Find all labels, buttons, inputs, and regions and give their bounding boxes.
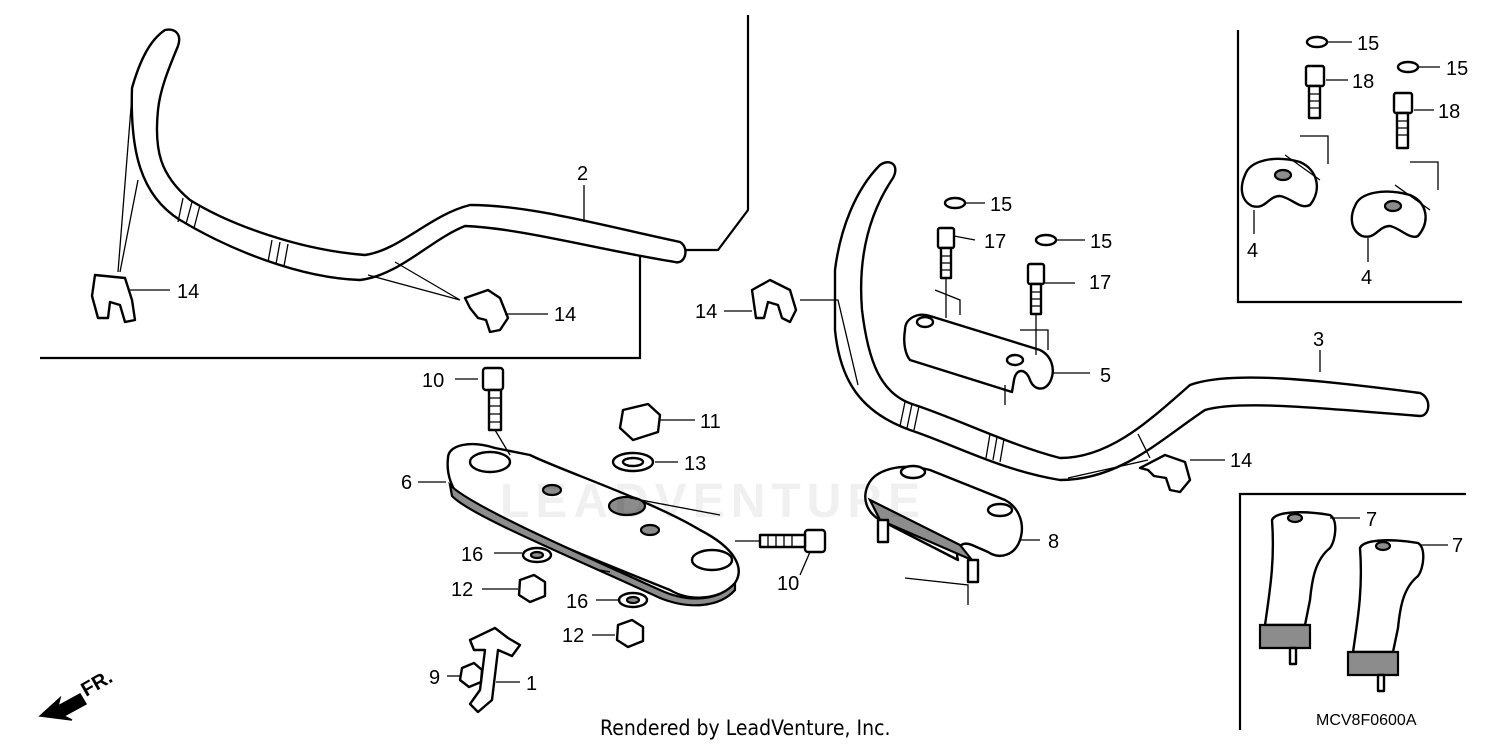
callout-5: 5 [1100, 365, 1111, 387]
inset-frame-risers-7 [1238, 492, 1466, 730]
callout-14-left: 14 [177, 281, 199, 303]
callout-2: 2 [577, 163, 588, 185]
callout-15-right: 15 [1090, 231, 1112, 253]
callout-14-mid: 14 [554, 304, 576, 326]
front-marker-label: FR. [78, 666, 117, 701]
footer-credit: Rendered by LeadVenture, Inc. [600, 716, 891, 740]
callout-4-right: 4 [1361, 267, 1372, 289]
clip-14-right-lower[interactable] [1138, 453, 1192, 494]
washer-16-left[interactable] [494, 546, 553, 564]
callout-13: 13 [684, 453, 706, 475]
nut-12-right[interactable] [592, 618, 645, 649]
callout-11: 11 [700, 411, 721, 433]
callout-4-left: 4 [1247, 240, 1258, 262]
callout-15-left: 15 [990, 194, 1012, 216]
callout-1: 1 [526, 673, 537, 695]
bolt-17-left[interactable] [936, 226, 956, 318]
callout-3: 3 [1313, 329, 1324, 351]
nut-11[interactable] [618, 402, 695, 442]
washer-16-right[interactable] [596, 591, 649, 609]
wire-clamp-1[interactable] [468, 626, 522, 714]
nut-12-left[interactable] [482, 573, 547, 604]
bolt-17-right[interactable] [1026, 262, 1046, 355]
bolt-10-top[interactable] [455, 366, 511, 456]
top-bridge-6[interactable] [418, 443, 740, 607]
bolt-18-right[interactable] [1392, 91, 1434, 150]
clip-14-mid[interactable] [463, 288, 510, 334]
handlebar-2[interactable] [130, 28, 687, 282]
callout-7-left: 7 [1366, 509, 1377, 531]
callout-7-right: 7 [1452, 535, 1463, 557]
callout-16-left: 16 [461, 544, 483, 566]
callout-15-holder-right: 15 [1446, 58, 1468, 80]
washer-15-holder-left[interactable] [1305, 35, 1352, 49]
bolt-18-left[interactable] [1304, 64, 1348, 120]
callout-14-lower-right: 14 [1230, 450, 1252, 472]
callout-8: 8 [1048, 531, 1059, 553]
clip-14-left[interactable] [90, 273, 137, 324]
washer-15-holder-right[interactable] [1396, 60, 1440, 74]
callout-12-left: 12 [451, 579, 473, 601]
callout-17-right: 17 [1089, 272, 1111, 294]
bolt-10-side[interactable] [735, 528, 827, 576]
callout-15-holder-left: 15 [1357, 33, 1379, 55]
clip-14-right-upper[interactable] [750, 278, 798, 324]
washer-13[interactable] [611, 451, 678, 473]
handlebar-3[interactable] [833, 161, 1430, 482]
handlebar-holder-upper-5[interactable] [903, 289, 1090, 405]
handlebar-riser-7-right[interactable] [1346, 539, 1448, 693]
washer-15-right[interactable] [1034, 233, 1085, 284]
callout-10-side: 10 [777, 573, 799, 595]
callout-18-left: 18 [1352, 71, 1374, 93]
handlebar-riser-7-left[interactable] [1258, 511, 1360, 666]
diagram-code: MCV8F0600A [1316, 712, 1417, 729]
washer-15-left[interactable] [943, 196, 985, 210]
handlebar-holder-8[interactable] [864, 464, 1040, 605]
callout-17-left: 17 [984, 231, 1006, 253]
inset-frame-holders-4 [1236, 30, 1462, 304]
callout-9: 9 [429, 667, 440, 689]
screw-9[interactable] [447, 661, 484, 689]
callout-12-right: 12 [562, 625, 584, 647]
callout-10-top: 10 [422, 370, 444, 392]
handlebar-holder-lower-4-right[interactable] [1350, 161, 1439, 262]
callout-6: 6 [401, 472, 412, 494]
callout-14-upper-right: 14 [695, 301, 717, 323]
front-direction-arrow-icon [38, 692, 88, 721]
handlebar-holder-lower-4-left[interactable] [1240, 135, 1329, 234]
watermark: LEADVENTURE [500, 475, 927, 528]
callout-18-right: 18 [1438, 101, 1460, 123]
callout-16-right: 16 [566, 591, 588, 613]
